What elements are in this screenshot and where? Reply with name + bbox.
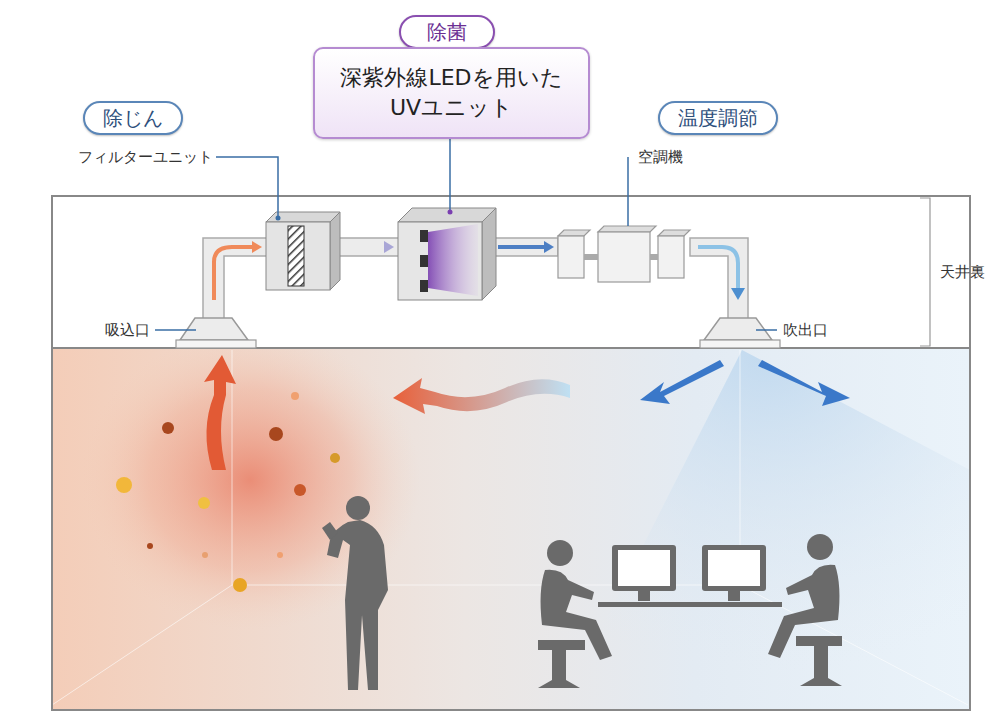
part-label: 吹出口 xyxy=(783,321,828,340)
intake-frame xyxy=(176,340,256,348)
flow-arrow xyxy=(384,241,394,253)
category-label: 除じん xyxy=(103,105,163,132)
coughing-person xyxy=(322,496,388,690)
flow-arrow xyxy=(698,247,738,290)
seated-workers xyxy=(538,534,842,688)
part-label: 天井裏 xyxy=(940,263,985,282)
part-label: 空調機 xyxy=(638,148,683,167)
callout-box: 深紫外線LEDを用いた UVユニット xyxy=(313,47,590,139)
category-pill: 除菌 xyxy=(399,15,495,49)
intake-grille xyxy=(180,318,248,340)
ceiling-space xyxy=(52,196,970,348)
room-outline xyxy=(52,196,970,710)
room-edges xyxy=(52,350,968,705)
part-label: 吸込口 xyxy=(105,321,150,340)
category-pill: 温度調節 xyxy=(658,101,778,135)
outlet-grille xyxy=(704,318,772,340)
flow-arrow xyxy=(498,245,544,249)
cool-air xyxy=(560,350,970,710)
flow-arrow xyxy=(214,247,252,300)
air-conditioner xyxy=(558,226,690,282)
rising-arrow xyxy=(204,355,236,470)
supply-arrow xyxy=(640,360,724,404)
flow-arrow xyxy=(544,241,554,253)
uv-unit xyxy=(398,208,496,300)
category-label: 除菌 xyxy=(427,19,467,46)
leader-line xyxy=(155,138,777,330)
flow-arrow xyxy=(252,241,262,253)
flow-arrow xyxy=(731,288,745,300)
flow-arrow xyxy=(334,245,384,249)
category-pill: 除じん xyxy=(83,101,183,135)
leader-dot xyxy=(448,210,453,215)
leader-dot xyxy=(276,216,281,221)
particles xyxy=(116,392,340,592)
supply-arrow xyxy=(758,360,850,406)
ac-joint xyxy=(650,254,658,260)
category-label: 温度調節 xyxy=(678,105,758,132)
ac-joint xyxy=(584,254,598,260)
filter-unit xyxy=(266,212,340,290)
outlet-frame xyxy=(700,340,780,348)
callout-text: 深紫外線LEDを用いた UVユニット xyxy=(327,63,576,122)
return-arrow xyxy=(393,378,570,414)
part-label: フィルターユニット xyxy=(78,148,213,167)
bracket xyxy=(920,198,930,346)
